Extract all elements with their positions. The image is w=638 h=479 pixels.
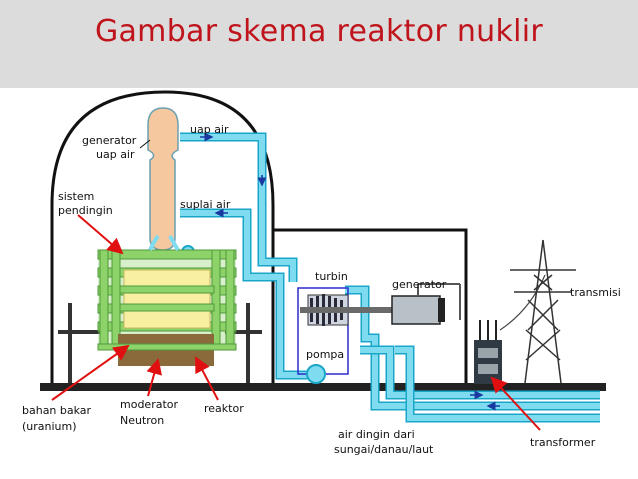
title-banner xyxy=(0,0,638,88)
label-turbin: turbin xyxy=(315,270,348,283)
label-moderator: moderator xyxy=(120,398,179,411)
steam-pipe xyxy=(180,132,298,282)
generator-icon xyxy=(391,295,445,325)
label-bahan-bakar: bahan bakar xyxy=(22,404,92,417)
left-support xyxy=(58,303,100,383)
reactor-core xyxy=(97,234,237,366)
feedwater-pipe xyxy=(180,208,313,380)
pointer-arrows xyxy=(51,214,541,431)
cooling-water-pipes xyxy=(345,285,600,423)
label-suplai-air: suplai air xyxy=(180,198,231,211)
turbine-shaft xyxy=(300,307,445,313)
turbine-building xyxy=(273,228,468,388)
pump-icon xyxy=(306,364,326,384)
label-sistem: sistem xyxy=(58,190,94,203)
ground-line xyxy=(40,383,606,391)
flow-arrows xyxy=(200,132,500,411)
label-transformer: transformer xyxy=(530,436,596,449)
label-uranium: (uranium) xyxy=(22,420,77,433)
label-generator-uap-2: uap air xyxy=(96,148,135,161)
label-sungai: sungai/danau/laut xyxy=(334,443,434,456)
label-reaktor: reaktor xyxy=(204,402,244,415)
label-neutron: Neutron xyxy=(120,414,164,427)
fuel-block xyxy=(123,269,211,329)
transformer-icon xyxy=(474,320,502,384)
steam-generator-vessel xyxy=(147,107,179,251)
page-title: Gambar skema reaktor nuklir xyxy=(94,14,544,49)
label-transmisi: transmisi xyxy=(570,286,621,299)
label-generator-uap-1: generator xyxy=(82,134,137,147)
label-uap-air: uap air xyxy=(190,123,229,136)
label-air-dingin: air dingin dari xyxy=(338,428,415,441)
label-generator: generator xyxy=(392,278,447,291)
label-pendingin: pendingin xyxy=(58,204,113,217)
label-pompa: pompa xyxy=(306,348,344,361)
transmission-tower-icon xyxy=(510,239,576,384)
